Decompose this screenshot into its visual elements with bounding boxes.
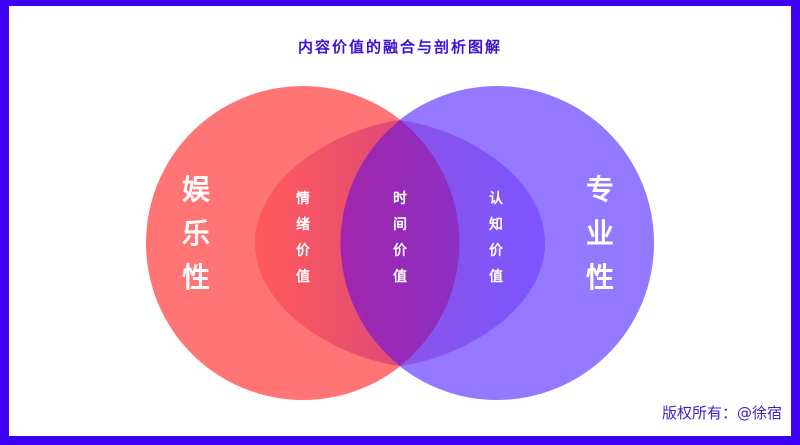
char: 价 [393,243,407,259]
char: 性 [182,261,211,294]
label-professional: 专 业 性 [586,168,614,300]
char: 值 [393,269,407,285]
label-time-value: 时 间 价 值 [393,186,407,290]
label-emotional-value: 情 绪 价 值 [296,186,310,290]
char: 知 [489,217,503,233]
char: 情 [296,191,310,207]
char: 价 [489,243,503,259]
copyright-text: 版权所有：@徐宿 [661,404,782,422]
char: 绪 [296,217,310,233]
char: 专 [586,173,615,206]
label-entertainment: 娱 乐 性 [182,168,210,300]
char: 业 [586,217,615,250]
char: 时 [393,191,407,207]
char: 乐 [182,217,211,250]
char: 认 [489,191,503,207]
label-cognitive-value: 认 知 价 值 [489,186,503,290]
center-intersection [340,120,460,366]
char: 值 [489,269,503,285]
page-title: 内容价值的融合与剖析图解 [297,38,502,56]
char: 娱 [182,173,211,206]
char: 值 [296,269,310,285]
char: 价 [296,243,310,259]
char: 间 [393,217,407,233]
char: 性 [586,261,615,294]
